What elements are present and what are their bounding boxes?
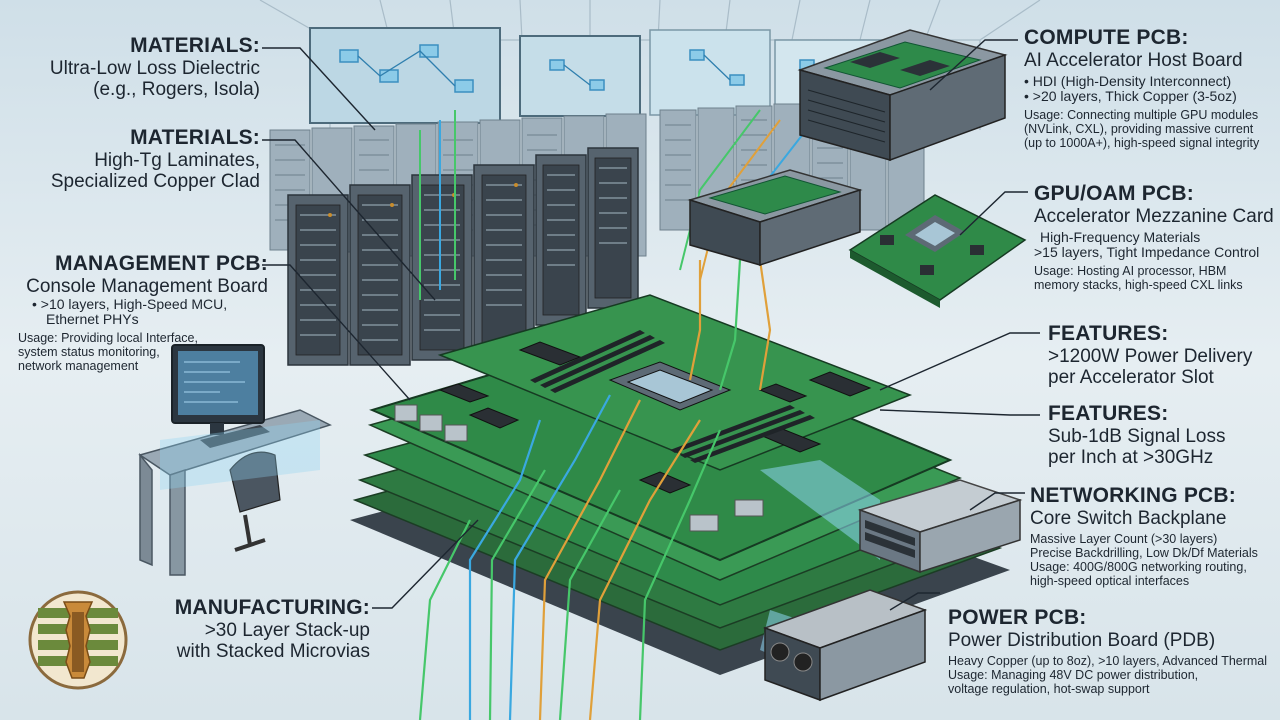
network-switch-icon: [857, 479, 1023, 574]
callout-title: NETWORKING PCB:: [1030, 484, 1236, 507]
materials-callout-2: MATERIALS: High-Tg Laminates, Specialize…: [51, 126, 260, 192]
callout-subtitle: Console Management Board: [26, 275, 268, 297]
callout-line: (up to 1000A+), high-speed signal integr…: [1024, 136, 1260, 151]
gpu-callout: GPU/OAM PCB: Accelerator Mezzanine Card …: [1034, 182, 1274, 292]
callout-title: MATERIALS:: [130, 34, 260, 57]
callout-line: per Inch at >30GHz: [1048, 446, 1214, 468]
features-callout-2: FEATURES: Sub-1dB Signal Loss per Inch a…: [1048, 402, 1225, 468]
gpu-server-chassis-icon: [687, 169, 863, 267]
manufacturing-callout: MANUFACTURING: >30 Layer Stack-up with S…: [175, 596, 370, 662]
callout-line: >1200W Power Delivery: [1048, 345, 1253, 367]
callout-line: system status monitoring,: [18, 345, 160, 360]
callout-line: Ethernet PHYs: [46, 311, 139, 328]
callout-line: • HDI (High-Density Interconnect): [1024, 72, 1232, 89]
callout-subtitle: Power Distribution Board (PDB): [948, 629, 1216, 651]
features-callout-1: FEATURES: >1200W Power Delivery per Acce…: [1048, 322, 1252, 388]
callout-subtitle: Core Switch Backplane: [1030, 507, 1227, 529]
callout-subtitle: Ultra-Low Loss Dielectric: [49, 57, 260, 79]
callout-detail: Specialized Copper Clad: [50, 170, 260, 192]
callout-line: per Accelerator Slot: [1048, 366, 1214, 388]
callout-subtitle: AI Accelerator Host Board: [1024, 49, 1243, 71]
callout-line: memory stacks, high-speed CXL links: [1034, 278, 1243, 293]
callout-title: FEATURES:: [1048, 322, 1169, 345]
networking-callout: NETWORKING PCB: Core Switch Backplane Ma…: [1030, 484, 1258, 588]
callout-line: Usage: Managing 48V DC power distributio…: [948, 667, 1199, 682]
callout-line: >30 Layer Stack-up: [204, 619, 370, 641]
callout-detail: (e.g., Rogers, Isola): [93, 78, 260, 100]
callout-title: MANAGEMENT PCB:: [55, 252, 268, 275]
callout-line: network management: [18, 359, 139, 374]
callout-line: Usage: 400G/800G networking routing,: [1030, 559, 1247, 574]
callout-line: • >20 layers, Thick Copper (3-5oz): [1024, 88, 1237, 105]
callout-line: Heavy Copper (up to 8oz), >10 layers, Ad…: [948, 653, 1268, 668]
management-callout: MANAGEMENT PCB: Console Management Board…: [18, 252, 268, 373]
callout-line: • >10 layers, High-Speed MCU,: [32, 295, 228, 312]
callout-line: Massive Layer Count (>30 layers): [1030, 531, 1218, 546]
callout-line: High-Frequency Materials: [1040, 228, 1201, 245]
callout-line: high-speed optical interfaces: [1030, 573, 1190, 588]
callout-line: >15 layers, Tight Impedance Control: [1034, 244, 1260, 261]
callout-line: Usage: Hosting AI processor, HBM: [1034, 264, 1227, 279]
callout-title: MANUFACTURING:: [174, 596, 370, 619]
callout-line: Sub-1dB Signal Loss: [1048, 425, 1226, 447]
callout-title: COMPUTE PCB:: [1024, 26, 1189, 49]
callout-line: with Stacked Microvias: [176, 640, 370, 662]
callout-line: (NVLink, CXL), providing massive current: [1024, 122, 1254, 137]
callout-title: MATERIALS:: [130, 126, 260, 149]
gpu-card-icon: [848, 194, 1027, 308]
power-supply-icon: [762, 589, 928, 702]
power-callout: POWER PCB: Power Distribution Board (PDB…: [948, 606, 1267, 696]
microvia-cross-section-icon: [28, 590, 128, 690]
materials-callout-1: MATERIALS: Ultra-Low Loss Dielectric (e.…: [50, 34, 260, 100]
callout-line: Usage: Connecting multiple GPU modules: [1024, 108, 1259, 123]
callout-line: voltage regulation, hot-swap support: [948, 681, 1150, 696]
compute-callout: COMPUTE PCB: AI Accelerator Host Board •…: [1024, 26, 1259, 150]
callout-line: Usage: Providing local Interface,: [18, 331, 198, 346]
callout-subtitle: Accelerator Mezzanine Card: [1034, 205, 1274, 227]
workstation-icon: [138, 344, 332, 576]
callout-line: Precise Backdrilling, Low Dk/Df Material…: [1030, 545, 1258, 560]
callout-subtitle: High-Tg Laminates,: [94, 149, 260, 171]
callout-title: GPU/OAM PCB:: [1034, 182, 1194, 205]
callout-lines: [262, 39, 1040, 611]
callout-title: POWER PCB:: [948, 606, 1087, 629]
callout-title: FEATURES:: [1048, 402, 1169, 425]
server-chassis-icon: [797, 29, 1008, 162]
